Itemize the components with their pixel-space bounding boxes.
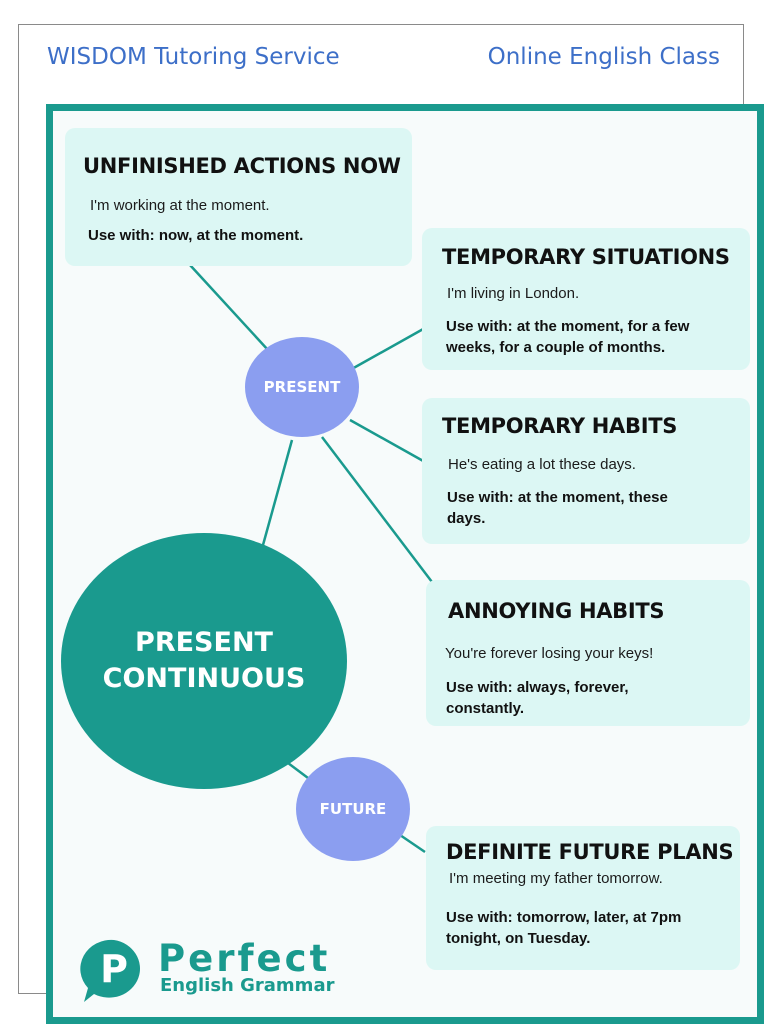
header-right-title: Online English Class	[487, 44, 720, 70]
link-center-future	[287, 762, 309, 779]
box-title: DEFINITE FUTURE PLANS	[446, 840, 734, 864]
box-use-with: Use with: at the moment, for a few weeks…	[446, 318, 690, 356]
link-present-unfinished	[189, 264, 269, 351]
logo-icon: P	[80, 939, 140, 1002]
link-future-definite	[399, 833, 426, 854]
box-temporary-habits: TEMPORARY HABITS He's eating a lot these…	[422, 398, 750, 544]
link-present-annoying	[321, 436, 433, 583]
header-left-title: WISDOM Tutoring Service	[47, 44, 340, 70]
present-continuous-node: PRESENT CONTINUOUS	[61, 533, 347, 789]
box-use-with: Use with: at the moment, these days.	[447, 489, 668, 527]
box-title: TEMPORARY HABITS	[442, 414, 678, 438]
box-example: I'm working at the moment.	[90, 197, 270, 214]
center-label: PRESENT CONTINUOUS	[102, 627, 306, 694]
future-node: FUTURE	[296, 757, 410, 861]
logo-letter: P	[100, 947, 128, 991]
box-unfinished-actions: UNFINISHED ACTIONS NOW I'm working at th…	[65, 128, 412, 266]
box-annoying-habits: ANNOYING HABITS You're forever losing yo…	[426, 580, 750, 726]
box-title: ANNOYING HABITS	[448, 599, 665, 623]
link-present-temp-situations	[349, 326, 426, 372]
box-use-with: Use with: now, at the moment.	[88, 227, 304, 244]
link-present-temp-habits	[349, 418, 426, 464]
box-use-with: Use with: tomorrow, later, at 7pm tonigh…	[446, 909, 682, 947]
box-example: I'm meeting my father tomorrow.	[449, 870, 663, 887]
present-node: PRESENT	[245, 337, 359, 437]
box-example: I'm living in London.	[447, 285, 580, 302]
box-temporary-situations: TEMPORARY SITUATIONS I'm living in Londo…	[422, 228, 750, 370]
logo-word-english-grammar: English Grammar	[160, 975, 335, 996]
logo-word-perfect: Perfect	[158, 937, 331, 980]
box-example: He's eating a lot these days.	[448, 456, 636, 473]
box-use-with: Use with: always, forever, constantly.	[446, 679, 629, 717]
box-title: UNFINISHED ACTIONS NOW	[83, 154, 401, 178]
box-definite-future-plans: DEFINITE FUTURE PLANS I'm meeting my fat…	[426, 826, 740, 970]
box-example: You're forever losing your keys!	[445, 645, 654, 662]
box-title: TEMPORARY SITUATIONS	[442, 245, 730, 269]
link-center-present	[261, 439, 294, 546]
